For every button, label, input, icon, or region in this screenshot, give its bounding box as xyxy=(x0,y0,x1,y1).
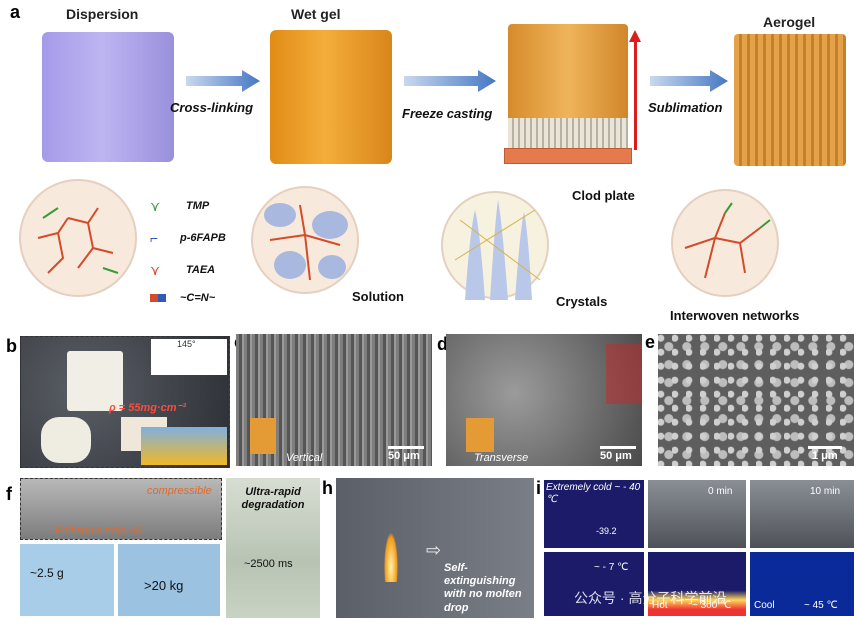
panel-c-sem: Vertical 50 μm xyxy=(236,334,432,466)
ice-crystal-layer xyxy=(508,118,628,150)
panel-e-sem: 1 μm xyxy=(658,334,854,466)
step-cross-linking: Cross-linking xyxy=(170,100,254,115)
callout-crystals: Crystals xyxy=(556,294,608,309)
panel-g-degradation: Ultra-rapid degradation ~2500 ms xyxy=(226,478,320,618)
cool-temp-label: ~ 45 ℃ xyxy=(804,600,838,611)
weight-label: ~2.5 g xyxy=(30,566,64,580)
wet-gel-molecule-circle xyxy=(251,186,359,294)
freeze-direction-arrow xyxy=(634,40,637,150)
arrow-freeze-casting xyxy=(404,70,496,92)
aerogel-cube xyxy=(734,34,846,166)
taea-icon: ⋎ xyxy=(150,262,161,278)
scale-label-e: 1 μm xyxy=(812,450,838,462)
hot-label: Hot xyxy=(652,600,668,611)
tmp-icon: ⋎ xyxy=(150,198,161,214)
p6fapb-icon: ⌐ xyxy=(150,230,159,246)
imine-icon xyxy=(150,294,166,302)
panel-label-i: i xyxy=(536,478,542,498)
poisson-label: Poisson's ratio <0 xyxy=(55,525,142,537)
stage-wet-gel: Wet gel xyxy=(291,6,341,22)
panel-i-thermal-mid: ~ - 7 ℃ xyxy=(544,552,644,616)
extreme-cold-label: Extremely cold ~ - 40 ℃ xyxy=(546,482,641,505)
panel-i-thermal-cool: Cool ~ 45 ℃ xyxy=(750,552,854,616)
scale-label-c: 50 μm xyxy=(388,450,420,462)
degradation-time: ~2500 ms xyxy=(244,558,293,570)
degradation-label: Ultra-rapid degradation xyxy=(241,486,305,512)
crystals-circle xyxy=(441,191,549,300)
panel-i-thermal-hot: Hot ~ 300 ℃ xyxy=(648,552,746,616)
hot-temp-label: ~ 300 ℃ xyxy=(692,600,732,611)
panel-b-photo: 145° ρ = 55mg·cm⁻³ xyxy=(20,336,230,468)
panel-d-sem: Transverse 50 μm xyxy=(446,334,642,466)
scale-bar-e xyxy=(808,446,842,449)
aerogel-pagoda xyxy=(67,351,123,411)
compressible-label: compressible xyxy=(147,485,212,497)
red-highlight xyxy=(606,344,642,404)
panel-label-f: f xyxy=(6,484,12,504)
density-label: ρ = 55mg·cm⁻³ xyxy=(109,402,186,414)
aerogel-cylinder xyxy=(41,417,91,463)
panel-i-t10: 10 min xyxy=(750,480,854,548)
legend-p6fapb: p-6FAPB xyxy=(180,232,226,244)
contact-angle-inset xyxy=(151,339,227,375)
arrow-cross-linking xyxy=(186,70,260,92)
contact-angle-value: 145° xyxy=(177,339,196,349)
arrow-right-icon: ⇨ xyxy=(426,540,442,560)
callout-interwoven-networks: Interwoven networks xyxy=(670,308,800,323)
callout-clod-plate: Clod plate xyxy=(572,188,635,203)
flower-inset xyxy=(141,427,227,465)
scale-label-d: 50 μm xyxy=(600,450,632,462)
transverse-label: Transverse xyxy=(474,452,529,464)
wet-gel-cube xyxy=(270,30,392,164)
panel-label-a: a xyxy=(10,2,21,22)
orientation-cube-transverse xyxy=(466,418,494,452)
dispersion-cube xyxy=(42,32,174,162)
panel-label-h: h xyxy=(322,478,333,498)
time-10-label: 10 min xyxy=(810,486,841,497)
panel-label-d: d xyxy=(437,334,448,354)
scale-bar-d xyxy=(600,446,636,449)
panel-f-compression: compressible Poisson's ratio <0 xyxy=(20,478,222,540)
panel-label-e: e xyxy=(645,332,656,352)
step-sublimation: Sublimation xyxy=(648,100,723,115)
cold-reading: -39.2 xyxy=(596,526,617,536)
flame xyxy=(384,532,398,582)
stage-aerogel: Aerogel xyxy=(763,14,816,30)
self-extinguish-label: Self-extinguishing with no molten drop xyxy=(444,562,522,614)
mid-temp-label: ~ - 7 ℃ xyxy=(594,562,629,573)
step-freeze-casting: Freeze casting xyxy=(402,106,493,121)
legend-imine: ~C=N~ xyxy=(180,292,216,304)
time-0-label: 0 min xyxy=(708,486,733,497)
stage-dispersion: Dispersion xyxy=(66,6,139,22)
vertical-label: Vertical xyxy=(286,452,323,464)
watermark: 公众号 · 高分子科学前沿 xyxy=(574,590,727,606)
legend-tmp: TMP xyxy=(186,200,210,212)
aerogel-network-circle xyxy=(671,189,779,297)
cool-label: Cool xyxy=(754,600,775,611)
panel-i-thermal-cold: Extremely cold ~ - 40 ℃ -39.2 xyxy=(544,480,644,548)
callout-solution: Solution xyxy=(352,289,404,304)
arrow-sublimation xyxy=(650,70,728,92)
scale-bar-c xyxy=(388,446,424,449)
panel-label-b: b xyxy=(6,336,17,356)
load-label: >20 kg xyxy=(144,578,184,593)
dispersion-molecule-circle xyxy=(19,179,137,297)
panel-f-load: >20 kg xyxy=(118,544,220,616)
legend-taea: TAEA xyxy=(186,264,216,276)
orientation-cube-vertical xyxy=(250,418,276,454)
cold-plate xyxy=(504,148,632,164)
panel-i-t0: 0 min xyxy=(648,480,746,548)
panel-f-weight: ~2.5 g xyxy=(20,544,114,616)
freeze-casting-block xyxy=(508,24,628,124)
arrow-head-up xyxy=(629,30,641,42)
panel-h-flame: ⇨ Self-extinguishing with no molten drop xyxy=(336,478,534,618)
